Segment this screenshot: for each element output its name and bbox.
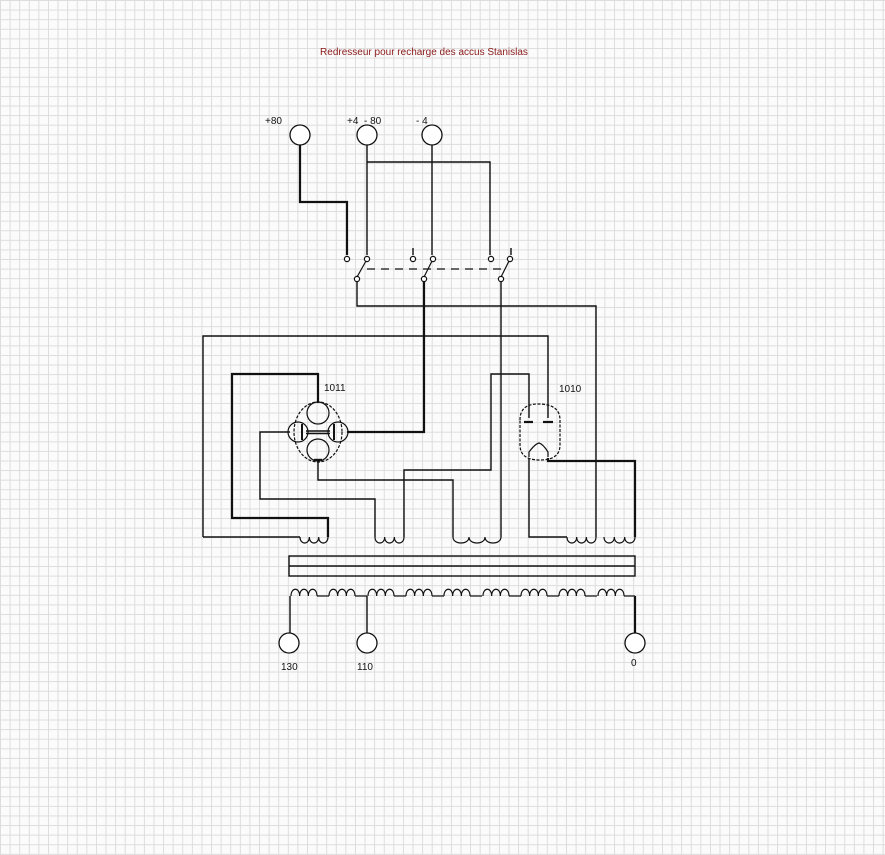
- winding-coil: [299, 536, 329, 544]
- winding-coil: [520, 588, 548, 597]
- winding-coil: [290, 588, 318, 597]
- wires-top: [298, 145, 512, 255]
- terminal-label: 110: [357, 662, 373, 673]
- terminal-label: +4 - 80: [347, 116, 382, 127]
- terminal-label: 130: [281, 662, 298, 673]
- winding-coil: [597, 588, 625, 597]
- winding-coil: [482, 588, 510, 597]
- terminal-110: 110: [356, 632, 378, 673]
- winding-coil: [367, 588, 395, 597]
- winding-coil: [603, 536, 636, 544]
- winding-coil: [452, 536, 502, 544]
- secondary-windings: [299, 536, 636, 544]
- tube-1011: 1011: [287, 383, 349, 463]
- winding-coil: [328, 588, 356, 597]
- winding-coil: [374, 536, 405, 544]
- terminal-label: +80: [265, 116, 282, 127]
- winding-coil: [443, 588, 471, 597]
- tube-1010: 1010: [519, 384, 582, 461]
- winding-coil: [566, 536, 597, 544]
- diagram-title: Redresseur pour recharge des accus Stani…: [320, 47, 528, 58]
- terminal-plus80: +80: [265, 116, 311, 146]
- transformer-core: [288, 555, 636, 577]
- winding-coil: [558, 588, 586, 597]
- wires-main: [202, 282, 637, 538]
- primary-winding: [290, 588, 635, 597]
- terminal-plus4-minus80: +4 - 80: [347, 116, 382, 146]
- terminal-minus4: - 4: [416, 116, 443, 146]
- tube-label: 1011: [324, 383, 346, 394]
- tube-label: 1010: [559, 384, 582, 395]
- terminal-130: 130: [278, 632, 300, 673]
- primary-leads: [289, 596, 637, 633]
- terminal-0: 0: [624, 632, 646, 669]
- terminal-label: - 4: [416, 116, 428, 127]
- terminal-label: 0: [631, 658, 637, 669]
- winding-coil: [405, 588, 433, 597]
- three-pole-switch: [343, 255, 514, 283]
